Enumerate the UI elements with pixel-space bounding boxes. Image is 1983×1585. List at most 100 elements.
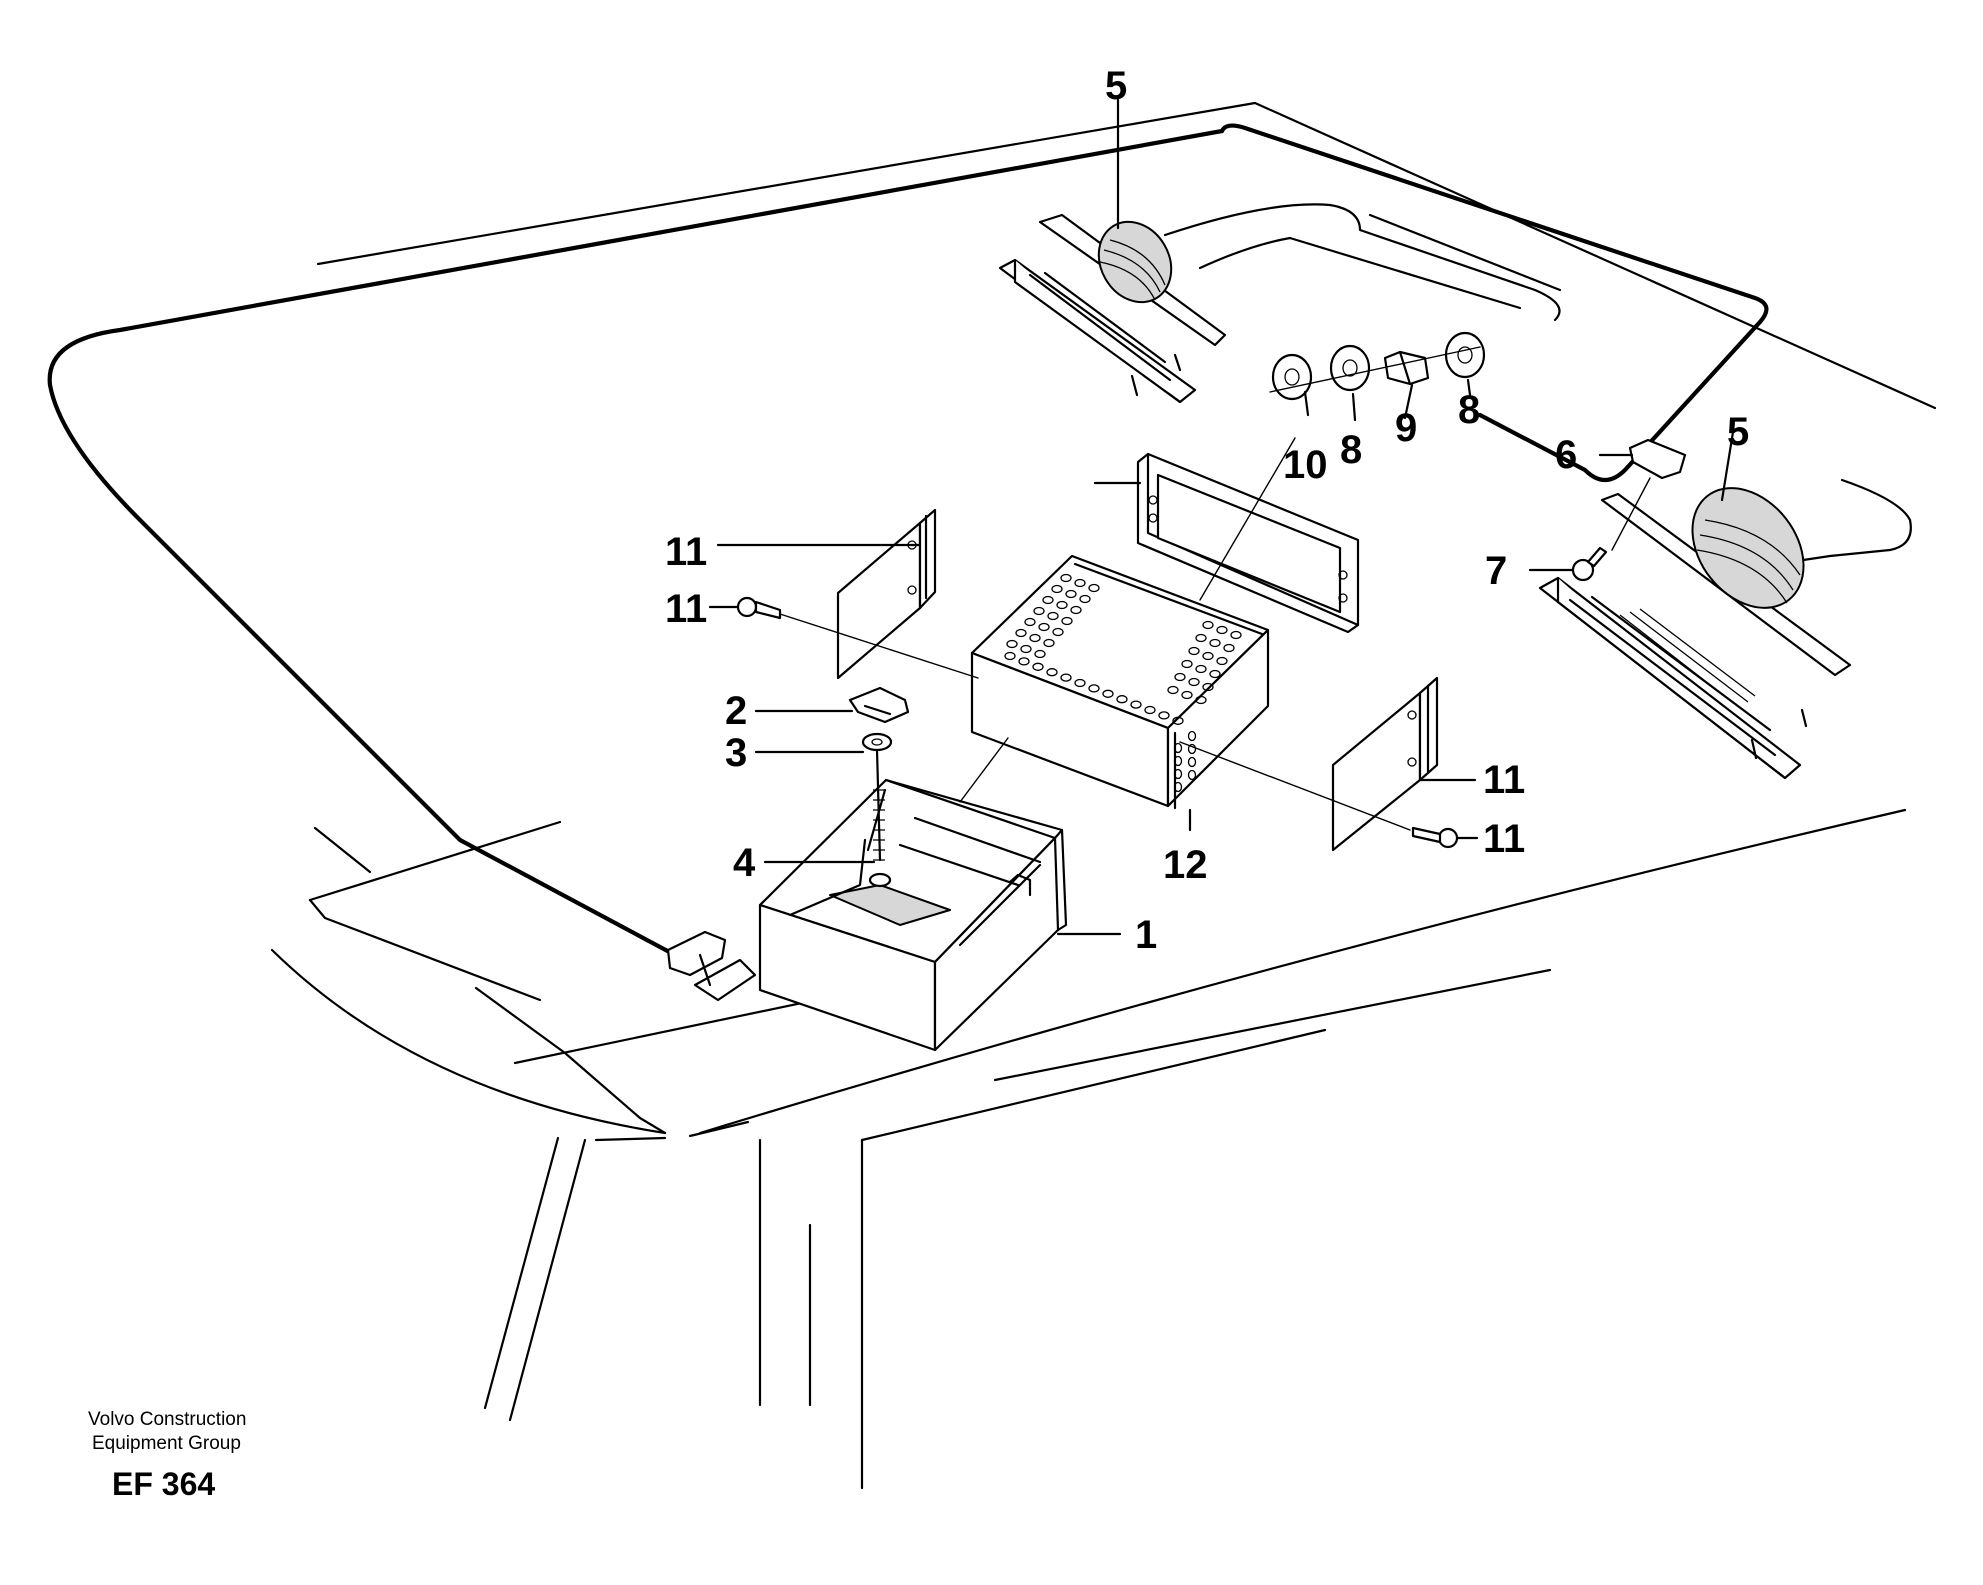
vent-hole — [1088, 684, 1100, 693]
vent-hole — [1187, 743, 1197, 755]
vent-hole — [1181, 690, 1193, 700]
callout-5-top: 5 — [1105, 64, 1127, 108]
nut-9 — [1383, 350, 1430, 386]
vent-hole — [1015, 628, 1027, 638]
vent-hole — [1052, 627, 1064, 637]
callout-8-right: 8 — [1458, 388, 1480, 432]
company-line-1: Volvo Construction — [88, 1409, 247, 1430]
washer-10 — [1271, 353, 1313, 401]
vent-hole — [1018, 657, 1030, 666]
vent-hole — [1070, 605, 1082, 615]
vent-hole — [1074, 578, 1086, 588]
vent-hole — [1209, 638, 1221, 648]
speaker-right — [1538, 487, 1852, 780]
vent-hole — [1006, 639, 1018, 649]
vent-hole — [1216, 656, 1228, 666]
vent-hole — [1020, 644, 1032, 654]
callout-2: 2 — [725, 689, 747, 733]
vent-hole — [1230, 630, 1242, 640]
vent-hole — [1038, 622, 1050, 632]
vent-hole — [1158, 711, 1170, 720]
vent-hole — [1047, 611, 1059, 621]
vent-hole — [1195, 633, 1207, 643]
vent-hole — [1188, 646, 1200, 656]
vent-hole — [1032, 662, 1044, 671]
callout-6: 6 — [1555, 433, 1577, 477]
washer-3 — [861, 732, 893, 752]
vent-hole — [1202, 620, 1214, 630]
vent-hole — [1223, 643, 1235, 653]
clip-2 — [848, 686, 910, 724]
vent-hole — [1043, 638, 1055, 648]
vent-hole — [1173, 768, 1183, 780]
vent-hole — [1051, 584, 1063, 594]
vent-hole — [1195, 664, 1207, 674]
vent-hole — [1046, 668, 1058, 677]
clip-6 — [1628, 438, 1687, 480]
vent-hole — [1173, 781, 1183, 793]
vent-hole — [1034, 649, 1046, 659]
trim-frame — [1136, 452, 1360, 634]
callout-5-right: 5 — [1727, 410, 1749, 454]
washer-8a — [1329, 344, 1371, 392]
callout-11-lower-left: 11 — [665, 587, 707, 631]
speaker-top — [998, 213, 1227, 404]
leader-lines — [708, 98, 1735, 936]
vent-hole — [1079, 594, 1091, 604]
vent-hole — [1202, 682, 1214, 692]
callout-3: 3 — [725, 731, 747, 775]
vent-hole — [1088, 583, 1100, 593]
vent-hole — [1188, 677, 1200, 687]
callout-12: 12 — [1163, 843, 1208, 887]
vent-hole — [1144, 705, 1156, 715]
mounting-sleeve — [758, 778, 1068, 1052]
vent-hole — [1029, 633, 1041, 643]
vent-hole — [1209, 669, 1221, 679]
company-line-2: Equipment Group — [92, 1433, 241, 1454]
cab-pillars-and-frame — [270, 820, 1327, 1490]
callout-4: 4 — [733, 841, 756, 885]
vent-hole — [1187, 769, 1197, 781]
radio-vent-holes — [1004, 573, 1242, 793]
vent-hole — [1167, 685, 1179, 695]
vent-hole — [1004, 651, 1016, 661]
screw-right — [1411, 826, 1459, 849]
vent-hole — [1172, 716, 1184, 725]
callout-9: 9 — [1395, 406, 1417, 450]
bracket-left — [836, 508, 937, 680]
vent-hole — [1042, 595, 1054, 605]
callout-10: 10 — [1283, 443, 1328, 487]
vent-hole — [1216, 625, 1228, 635]
vent-hole — [1074, 678, 1086, 688]
radio-unit — [970, 554, 1270, 810]
screw-7 — [1571, 546, 1608, 582]
assembly-lines — [779, 346, 1651, 831]
vent-hole — [1024, 617, 1036, 627]
callout-11-lower-right: 11 — [1483, 817, 1525, 861]
vent-hole — [1116, 695, 1128, 704]
callout-labels: 1 2 3 4 5 5 6 7 8 8 9 10 11 11 11 11 12 — [665, 64, 1749, 957]
callout-1: 1 — [1135, 913, 1157, 957]
callout-11-upper-left: 11 — [665, 530, 707, 574]
vent-hole — [1173, 755, 1183, 767]
vent-hole — [1102, 689, 1114, 698]
rear-shelf-hump — [1163, 203, 1912, 564]
company-name: Volvo Construction Equipment Group — [88, 1408, 246, 1456]
vent-hole — [1065, 589, 1077, 599]
vent-hole — [1181, 659, 1193, 669]
drawing-code: EF 364 — [112, 1466, 216, 1502]
vent-hole — [1202, 651, 1214, 661]
vent-hole — [1174, 672, 1186, 682]
callout-11-upper-right: 11 — [1483, 758, 1525, 802]
vent-hole — [1061, 616, 1073, 626]
vent-hole — [1187, 730, 1197, 742]
vent-hole — [1130, 700, 1142, 709]
vent-hole — [1056, 600, 1068, 610]
vent-hole — [1033, 606, 1045, 616]
cab-roof-outline — [47, 101, 1937, 1138]
washer-8b — [1444, 331, 1486, 379]
bracket-right — [1331, 676, 1439, 852]
bolt-4 — [868, 748, 892, 888]
vent-hole — [1187, 756, 1197, 768]
